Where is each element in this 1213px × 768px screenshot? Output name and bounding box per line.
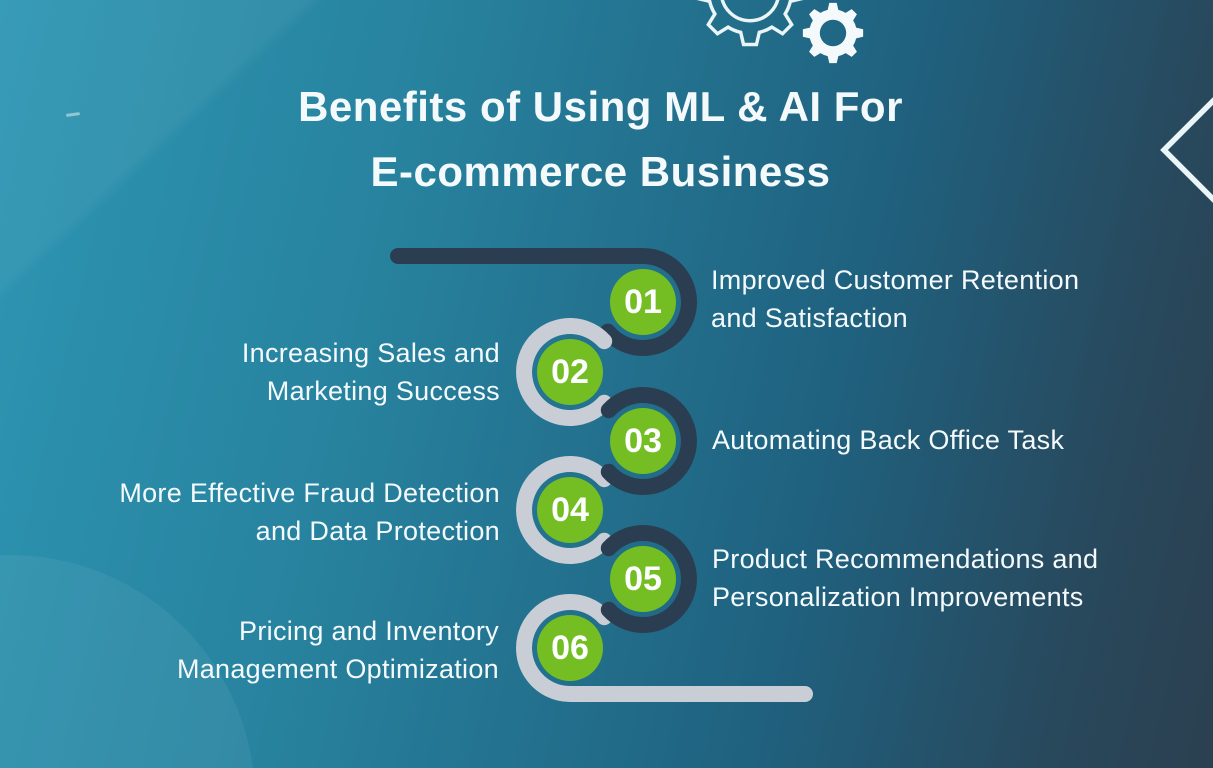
label-line: Management Optimization <box>176 654 499 684</box>
step-number: 04 <box>551 490 589 529</box>
step-badge-1: 01 <box>610 269 676 335</box>
step-label-4: More Effective Fraud Detection and Data … <box>119 474 500 550</box>
gear-outline-icon <box>696 0 804 47</box>
label-line: More Effective Fraud Detection <box>119 478 500 508</box>
label-line: Personalization Improvements <box>712 582 1084 612</box>
label-line: Pricing and Inventory <box>239 616 499 646</box>
title-line-2: E-commerce Business <box>370 148 831 195</box>
serpentine-dark-path <box>390 248 697 356</box>
label-line: Marketing Success <box>266 376 500 406</box>
step-label-2: Increasing Sales and Marketing Success <box>242 334 500 410</box>
label-line: Product Recommendations and <box>712 544 1099 574</box>
label-line: Automating Back Office Task <box>712 425 1065 455</box>
title-line-1: Benefits of Using ML & AI For <box>298 83 903 130</box>
step-badge-4: 04 <box>537 477 603 543</box>
step-badge-5: 05 <box>610 546 676 612</box>
gear-solid-icon <box>802 2 864 64</box>
label-line: Increasing Sales and <box>241 338 500 368</box>
step-badge-2: 02 <box>537 339 603 405</box>
step-number: 05 <box>624 559 662 598</box>
serpentine-dark-path-2 <box>600 387 697 633</box>
diamond-outline-icon <box>1160 97 1213 203</box>
page-title: Benefits of Using ML & AI For E-commerce… <box>0 74 1201 204</box>
serpentine-gray-path <box>516 318 813 702</box>
step-label-3: Automating Back Office Task <box>712 421 1064 459</box>
step-label-1: Improved Customer Retention and Satisfac… <box>711 261 1079 337</box>
step-label-5: Product Recommendations and Personalizat… <box>712 540 1098 616</box>
step-badge-6: 06 <box>537 615 603 681</box>
step-number: 03 <box>624 421 662 460</box>
step-number: 06 <box>551 628 589 667</box>
step-number: 02 <box>551 352 589 391</box>
step-label-6: Pricing and Inventory Management Optimiz… <box>177 612 499 688</box>
step-badge-3: 03 <box>610 408 676 474</box>
label-line: and Data Protection <box>255 516 500 546</box>
step-number: 01 <box>624 282 662 321</box>
label-line: and Satisfaction <box>711 303 908 333</box>
label-line: Improved Customer Retention <box>711 265 1080 295</box>
